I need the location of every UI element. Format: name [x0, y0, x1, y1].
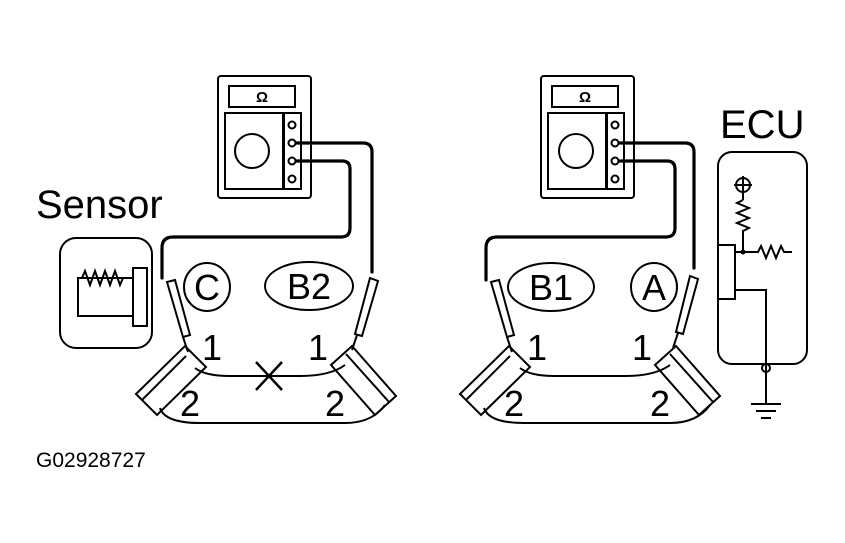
pin-2-left-a: 2: [180, 383, 200, 424]
ohm-unit-label-right: Ω: [579, 89, 591, 106]
figure-code: G02928727: [36, 449, 146, 472]
sensor-label: Sensor: [36, 183, 163, 227]
terminal-label-b2: B2: [287, 266, 331, 307]
terminal-label-b1: B1: [529, 267, 573, 308]
ohmmeter-icon-left: Ω: [217, 75, 312, 199]
sensor-icon: [59, 237, 153, 349]
ground-icon: [751, 372, 781, 419]
right-circuit: B1 A 1 1 2 2: [458, 141, 722, 424]
pin-1-left-b: 1: [308, 327, 328, 368]
pin-2-left-b: 2: [325, 383, 345, 424]
pin-1-left-a: 1: [202, 327, 222, 368]
terminal-label-a: A: [642, 267, 666, 308]
pin-2-right-a: 2: [504, 383, 524, 424]
left-circuit: C B2 1 1 2 2: [134, 141, 398, 424]
ohmmeter-icon-right: Ω: [540, 75, 635, 199]
ecu-label: ECU: [720, 103, 804, 147]
terminal-label-c: C: [194, 267, 220, 308]
pin-1-right-b: 1: [632, 327, 652, 368]
ecu-icon: [717, 151, 808, 373]
break-mark-icon: [255, 361, 283, 391]
pin-1-right-a: 1: [527, 327, 547, 368]
ohm-unit-label-left: Ω: [256, 89, 268, 106]
pin-2-right-b: 2: [650, 383, 670, 424]
